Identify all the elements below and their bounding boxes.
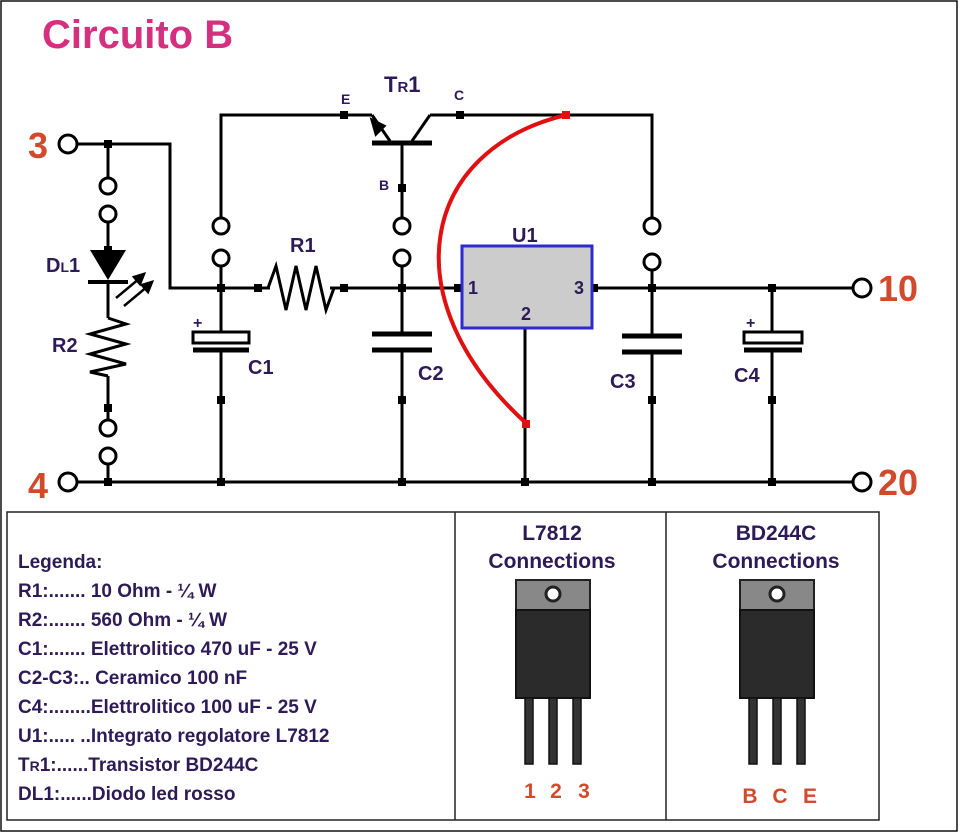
jumper-points bbox=[98, 176, 662, 466]
tr1-c-label: C bbox=[454, 87, 464, 103]
bd244c-pin-label: B bbox=[742, 785, 757, 808]
legend-heading: Legenda: bbox=[18, 552, 102, 573]
tr1-e-label: E bbox=[341, 91, 350, 107]
bd244c-pin-c bbox=[772, 697, 782, 765]
c4-capacitor bbox=[742, 330, 804, 353]
dl1-led bbox=[88, 250, 155, 307]
tr1-b-label: B bbox=[379, 177, 389, 193]
l7812-pin-label: 2 bbox=[550, 780, 562, 803]
red-jumper-wire bbox=[436, 113, 567, 426]
legend-item: TR1:......Transistor BD244C bbox=[18, 755, 259, 776]
bd244c-body bbox=[739, 609, 815, 699]
legend-item: U1:..... ..Integrato regolatore L7812 bbox=[18, 726, 329, 747]
bd244c-title: BD244C bbox=[736, 522, 817, 545]
l7812-mount-hole bbox=[544, 585, 562, 603]
bd244c-subtitle: Connections bbox=[712, 550, 839, 573]
terminal-10 bbox=[851, 277, 873, 299]
bd244c-pin-b bbox=[748, 697, 758, 765]
l7812-pin-1 bbox=[524, 697, 534, 765]
bd244c-pin-e bbox=[796, 697, 806, 765]
c1-label: C1 bbox=[248, 357, 274, 379]
terminal-20-label: 20 bbox=[878, 462, 918, 503]
red-wire-end-bottom bbox=[522, 420, 530, 428]
u1-pin2-label: 2 bbox=[521, 304, 531, 324]
r1-resistor bbox=[266, 260, 336, 316]
bottom-panel bbox=[6, 511, 880, 821]
bd244c-package: BD244C Connections B C E bbox=[712, 522, 839, 808]
bd244c-pin-label: E bbox=[803, 785, 817, 808]
legend-item: R1:....... 10 Ohm - ¼ W bbox=[18, 581, 217, 602]
dl1-label: DL1 bbox=[46, 255, 80, 277]
u1-regulator bbox=[460, 244, 594, 330]
red-wire-end-top bbox=[562, 111, 570, 119]
legend-item: C4:........Elettrolitico 100 uF - 25 V bbox=[18, 697, 317, 718]
c3-capacitor bbox=[622, 333, 682, 355]
terminal-3-label: 3 bbox=[28, 125, 48, 166]
bd244c-pin-label: C bbox=[772, 785, 787, 808]
legend-item: R2:....... 560 Ohm - ¼ W bbox=[18, 610, 227, 631]
terminal-4 bbox=[57, 471, 79, 493]
c4-plus-label: + bbox=[746, 315, 755, 332]
l7812-pin-label: 3 bbox=[578, 780, 590, 803]
l7812-subtitle: Connections bbox=[488, 550, 615, 573]
u1-label: U1 bbox=[512, 225, 538, 247]
r1-label: R1 bbox=[290, 235, 316, 257]
r2-label: R2 bbox=[52, 335, 78, 357]
wires bbox=[78, 113, 852, 484]
l7812-title: L7812 bbox=[522, 522, 582, 545]
c2-label: C2 bbox=[418, 363, 444, 385]
l7812-body bbox=[515, 609, 591, 699]
c3-label: C3 bbox=[610, 371, 636, 393]
junction-markers bbox=[104, 111, 776, 486]
terminal-10-label: 10 bbox=[878, 268, 918, 309]
c2-capacitor bbox=[372, 331, 432, 353]
tr1-transistor bbox=[369, 114, 432, 146]
terminals bbox=[57, 133, 873, 493]
c4-label: C4 bbox=[734, 365, 760, 387]
emitter-wire bbox=[219, 113, 372, 218]
terminal-20 bbox=[851, 471, 873, 493]
diagram-title: Circuito B bbox=[42, 13, 233, 57]
terminal-3 bbox=[57, 133, 79, 155]
legend-item: C1:....... Elettrolitico 470 uF - 25 V bbox=[18, 639, 317, 660]
bd244c-mount-hole bbox=[768, 585, 786, 603]
u1-pin1-label: 1 bbox=[468, 278, 478, 298]
l7812-pin-2 bbox=[548, 697, 558, 765]
led-light-arrows bbox=[115, 272, 155, 307]
input-wire bbox=[78, 142, 205, 290]
c1-plus-label: + bbox=[193, 315, 202, 332]
terminal-4-label: 4 bbox=[28, 465, 48, 506]
l7812-package: L7812 Connections 1 2 3 bbox=[488, 522, 615, 803]
legend-item: DL1:......Diodo led rosso bbox=[18, 784, 235, 805]
r2-resistor bbox=[84, 316, 132, 378]
c1-capacitor bbox=[191, 330, 251, 353]
l7812-pin-label: 1 bbox=[524, 780, 536, 803]
l7812-pin-3 bbox=[572, 697, 582, 765]
legend-item: C2-C3:.. Ceramico 100 nF bbox=[18, 668, 247, 689]
legend: Legenda: R1:....... 10 Ohm - ¼ W R2:....… bbox=[18, 552, 329, 805]
u1-pin3-label: 3 bbox=[574, 278, 584, 298]
collector-wire bbox=[430, 113, 654, 218]
tr1-label: TR1 bbox=[384, 72, 421, 97]
